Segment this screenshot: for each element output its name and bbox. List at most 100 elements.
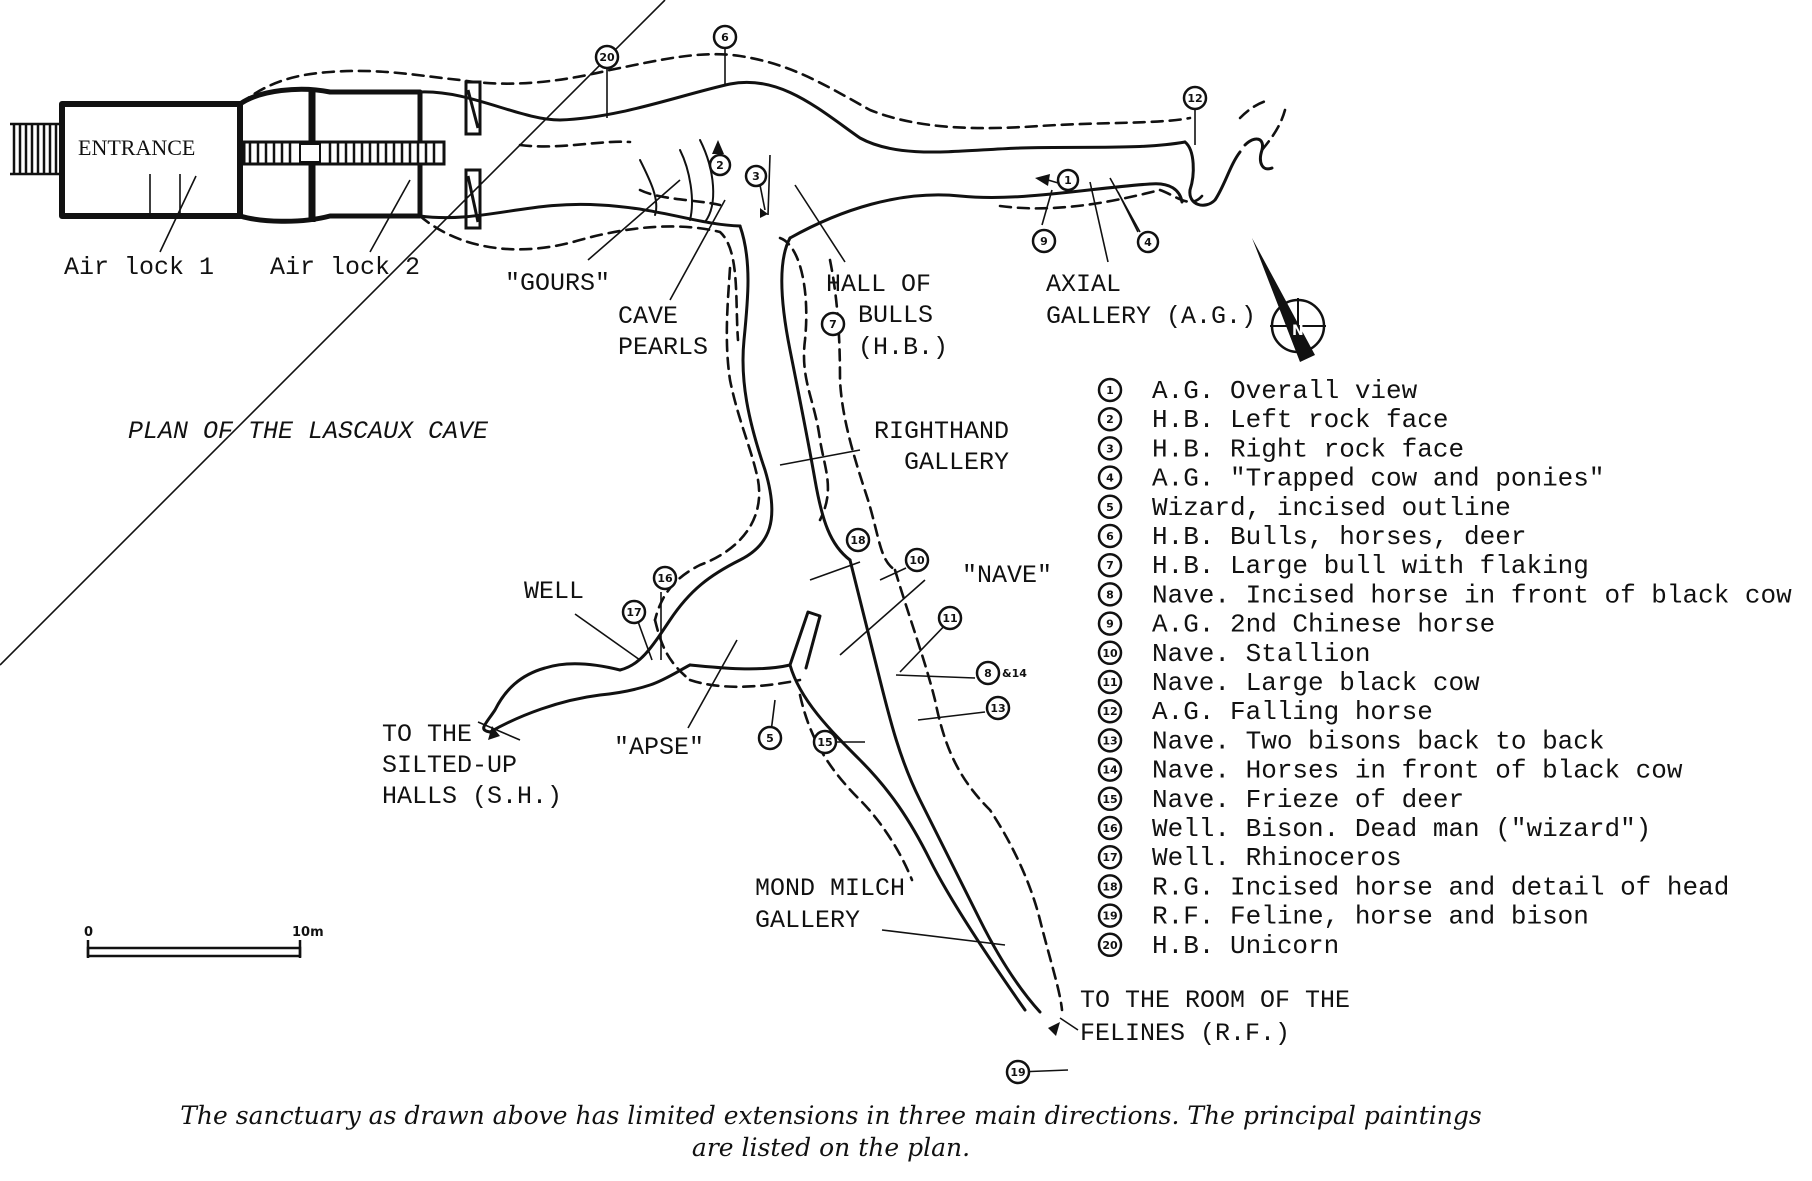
legend-number: 9 (1106, 618, 1114, 631)
svg-text:8: 8 (984, 667, 992, 680)
svg-text:N: N (1292, 323, 1304, 339)
scale-start: 0 (84, 925, 93, 940)
marker-8: 8&14 (975, 660, 1027, 686)
map-title: PLAN OF THE LASCAUX CAVE (128, 417, 489, 446)
svg-text:&14: &14 (1002, 667, 1027, 680)
legend-number: 18 (1102, 880, 1117, 893)
gours-curves (639, 139, 715, 223)
legend-number-circle (1097, 903, 1123, 928)
legend-number-circle (1097, 698, 1123, 724)
svg-text:17: 17 (626, 606, 641, 619)
legend-number: 2 (1106, 413, 1114, 426)
label-cave-pearls-1: CAVE (618, 302, 678, 331)
legend-text: R.F. Feline, horse and bison (1152, 902, 1589, 932)
figure-caption: The sanctuary as drawn above has limited… (0, 1100, 1812, 1164)
legend-text: Nave. Horses in front of black cow (1152, 756, 1683, 786)
svg-text:10: 10 (909, 554, 925, 567)
legend-number-circle (1097, 494, 1123, 520)
legend-item: 5 Wizard, incised outline (1097, 493, 1511, 523)
marker-20: 20 (594, 44, 620, 70)
legend-number-circle (1097, 406, 1123, 432)
compass-icon: N (1252, 238, 1326, 362)
arrow-markers (488, 140, 1060, 1036)
cave-walls (418, 80, 1274, 1014)
legend-text: Wizard, incised outline (1152, 493, 1511, 523)
legend-number-circle (1097, 640, 1123, 666)
marker-3: 3 (744, 164, 768, 188)
label-mondmilch-1: MOND MILCH (755, 874, 905, 903)
label-hall-of-bulls-2: BULLS (858, 301, 933, 330)
legend-number-circle (1097, 932, 1123, 958)
legend-text: Nave. Two bisons back to back (1152, 726, 1604, 756)
legend-number: 4 (1106, 472, 1114, 485)
legend-number-circle (1097, 436, 1123, 461)
legend-number: 15 (1102, 793, 1117, 806)
label-apse: "APSE" (614, 733, 704, 762)
label-felines-2: FELINES (R.F.) (1080, 1019, 1290, 1048)
label-airlock-2: Air lock 2 (270, 253, 420, 282)
svg-text:4: 4 (1144, 236, 1152, 249)
marker-6: 6 (712, 24, 738, 50)
arrow-icon (1035, 174, 1050, 186)
leader-lines (0, 0, 1196, 1073)
label-cave-pearls-2: PEARLS (618, 333, 708, 362)
label-airlock-1: Air lock 1 (64, 253, 214, 282)
legend-item: 9 A.G. 2nd Chinese horse (1097, 610, 1495, 640)
arrow-icon (712, 140, 724, 154)
svg-text:9: 9 (1040, 235, 1048, 248)
legend-number: 6 (1106, 530, 1114, 543)
label-gours: "GOURS" (505, 269, 610, 298)
svg-text:19: 19 (1010, 1066, 1025, 1079)
marker-18: 18 (845, 527, 871, 553)
legend-text: Nave. Incised horse in front of black co… (1152, 580, 1792, 610)
legend-text: Nave. Stallion (1152, 639, 1370, 669)
legend-number-circle (1097, 377, 1123, 403)
marker-11: 11 (937, 605, 963, 631)
marker-4: 4 (1136, 230, 1160, 254)
legend-text: H.B. Right rock face (1152, 434, 1464, 464)
marker-15: 15 (812, 729, 838, 755)
legend-text: Nave. Frieze of deer (1152, 785, 1464, 815)
legend-text: Nave. Large black cow (1152, 668, 1480, 698)
legend-number: 11 (1102, 676, 1117, 689)
label-felines-1: TO THE ROOM OF THE (1080, 986, 1350, 1015)
legend-number: 12 (1102, 705, 1117, 718)
legend-text: A.G. 2nd Chinese horse (1152, 610, 1495, 640)
label-axial-1: AXIAL (1046, 270, 1121, 299)
label-hall-of-bulls-1: HALL OF (826, 270, 931, 299)
scale-end: 10m (292, 925, 324, 940)
legend-number: 19 (1102, 910, 1117, 923)
legend-text: H.B. Large bull with flaking (1152, 551, 1589, 581)
marker-2: 2 (708, 153, 732, 177)
arrow-icon (488, 726, 500, 740)
legend-number-circle (1097, 465, 1123, 490)
legend-item: 19 R.F. Feline, horse and bison (1097, 902, 1589, 932)
marker-12: 12 (1182, 85, 1208, 111)
legend-number-circle (1097, 523, 1123, 549)
legend-number: 10 (1102, 647, 1118, 660)
label-nave: "NAVE" (962, 561, 1052, 590)
caption-line-1: The sanctuary as drawn above has limited… (180, 1101, 1482, 1130)
svg-text:7: 7 (829, 318, 837, 331)
label-silted-2: SILTED-UP (382, 751, 517, 780)
legend-text: A.G. Falling horse (1152, 697, 1433, 727)
legend-number: 5 (1106, 501, 1114, 514)
legend-number: 7 (1106, 559, 1114, 572)
label-entrance: ENTRANCE (78, 135, 195, 160)
legend-number-circle (1097, 844, 1123, 870)
label-mondmilch-2: GALLERY (755, 906, 860, 935)
legend-number: 3 (1106, 442, 1114, 455)
legend-number: 1 (1106, 384, 1114, 397)
legend-item: 7 H.B. Large bull with flaking (1097, 551, 1589, 581)
marker-5: 5 (757, 725, 783, 751)
legend-number-circle (1097, 786, 1123, 812)
svg-text:2: 2 (716, 159, 724, 172)
